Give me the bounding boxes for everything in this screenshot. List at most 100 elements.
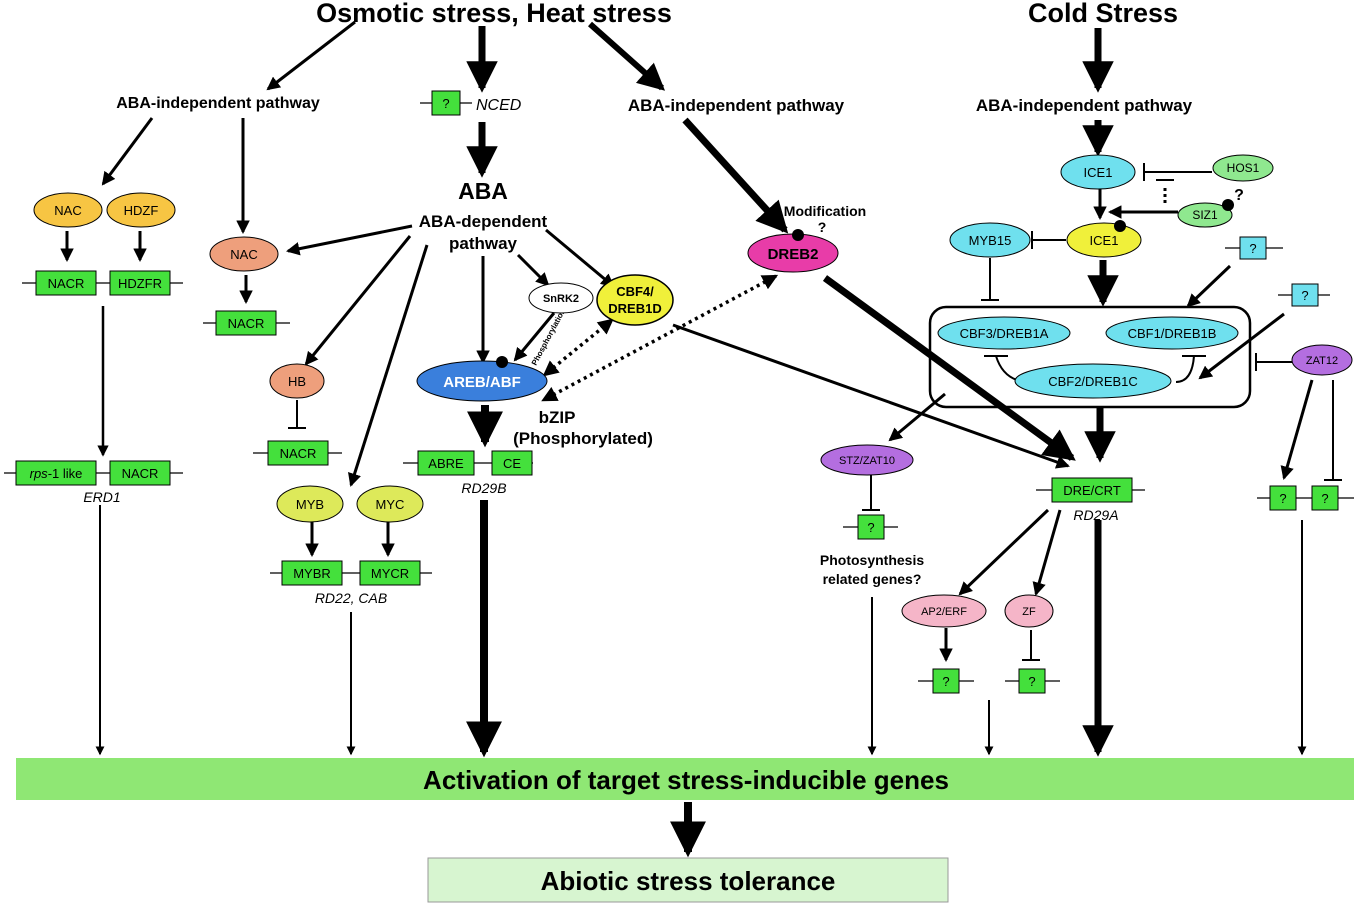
- cbf4-oval: [596, 274, 674, 326]
- nced-unknown-box: [431, 90, 461, 116]
- photosynthesis-label: Photosynthesis: [820, 552, 924, 568]
- rd29a-gene-label: RD29A: [1073, 507, 1118, 523]
- promoter-labels: NACR HDZFR NACR NACR rps-1 like NACR MYB…: [30, 96, 1329, 689]
- stz-zat10-oval: [820, 444, 914, 476]
- nacr-box-hb: [267, 440, 329, 466]
- stz-zat10-label: STZ/ZAT10: [839, 455, 895, 467]
- cbf1-label: CBF1/DREB1B: [1128, 326, 1217, 341]
- myb15-label: MYB15: [969, 233, 1012, 248]
- nac-mid-oval: [209, 236, 279, 272]
- dreb1d-label: DREB1D: [608, 301, 661, 316]
- ce-label: CE: [503, 456, 521, 471]
- zat12-label: ZAT12: [1306, 355, 1338, 367]
- aba-dependent-label: ABA-dependent: [419, 212, 548, 231]
- abre-box: [417, 450, 475, 476]
- siz1-oval: [1177, 202, 1233, 228]
- arrow-osmotic-to-aba-indep-left: [266, 20, 356, 91]
- ice1-modification-dot: [1114, 220, 1126, 232]
- arrow-drecrt-to-ap2: [958, 508, 1050, 596]
- hos1-label: HOS1: [1227, 161, 1260, 175]
- oval-labels: NAC HDZF NAC HB MYB MYC SnRK2 CBF4/ DREB…: [54, 161, 1338, 618]
- zf-unknown-label: ?: [1028, 674, 1035, 689]
- mybr-label: MYBR: [293, 566, 331, 581]
- siz1-question: ?: [1234, 187, 1244, 204]
- dreb2-label: DREB2: [768, 246, 819, 263]
- stz-unknown-label: ?: [867, 520, 874, 535]
- myb15-oval: [949, 222, 1031, 258]
- hdzfr-box: [109, 270, 171, 296]
- aba-dependent-pathway-label: pathway: [449, 234, 518, 253]
- arrow-osmotic-to-aba-indep-mid: [588, 21, 666, 91]
- myc-label: MYC: [376, 497, 405, 512]
- zf-unknown-box: [1018, 668, 1046, 694]
- nac-left-label: NAC: [54, 203, 81, 218]
- nac-mid-label: NAC: [230, 247, 257, 262]
- photosynthesis-related-label: related genes?: [823, 571, 922, 587]
- aba-independent-left-label: ABA-independent pathway: [116, 95, 320, 112]
- arrow-aba-indep-to-nac: [101, 117, 154, 186]
- hdzf-label: HDZF: [124, 203, 159, 218]
- right-unknown-box-a: [1269, 485, 1297, 511]
- mycr-box: [359, 560, 421, 586]
- cbf3-label: CBF3/DREB1A: [960, 326, 1049, 341]
- areb-oval: [416, 360, 548, 402]
- ice1-top-label: ICE1: [1084, 165, 1113, 180]
- arrow-unknown2-to-cbf: [1198, 312, 1285, 380]
- cold-unknown-boxes: [1239, 236, 1319, 307]
- arrow-unknown-to-cbf: [1186, 264, 1232, 308]
- activation-label: Activation of target stress-inducible ge…: [423, 765, 949, 795]
- nacr-box-erd1: [109, 460, 171, 486]
- zf-oval: [1004, 594, 1054, 628]
- hb-label: HB: [288, 374, 306, 389]
- cold-unknown-label-2: ?: [1301, 288, 1308, 303]
- ap2-unknown-box: [932, 668, 960, 694]
- nacr-hb-label: NACR: [280, 446, 317, 461]
- rps-box: [15, 460, 97, 486]
- cold-unknown-label-1: ?: [1249, 241, 1256, 256]
- cbf2-label: CBF2/DREB1C: [1048, 374, 1138, 389]
- siz1-dot: [1222, 199, 1234, 211]
- tolerance-box: [427, 857, 949, 903]
- mycr-label: MYCR: [371, 566, 409, 581]
- aba-independent-mid-label: ABA-independent pathway: [628, 96, 845, 115]
- arrow-aba-indep-mid-to-dreb2: [682, 117, 789, 234]
- ap2-erf-oval: [901, 594, 987, 628]
- bzip-label: bZIP: [539, 408, 576, 427]
- cbf2-oval: [1014, 363, 1172, 399]
- ice1-mid-label: ICE1: [1090, 233, 1119, 248]
- snrk2-label: SnRK2: [543, 293, 579, 305]
- inhibit-cbf2-cbf1: [1175, 355, 1195, 383]
- drecrt-box: [1051, 477, 1133, 503]
- hdzfr-label: HDZFR: [118, 276, 162, 291]
- siz1-label: SIZ1: [1192, 208, 1218, 222]
- erd1-gene-label: ERD1: [83, 489, 120, 505]
- ice1-mid-oval: [1066, 222, 1142, 258]
- activation-banner: [16, 758, 1354, 800]
- cold-stress-title: Cold Stress: [1028, 0, 1178, 28]
- areb-abf-label: AREB/ABF: [443, 374, 521, 391]
- rd22-cab-gene-label: RD22, CAB: [315, 590, 387, 606]
- hos1-oval: [1212, 154, 1274, 182]
- nacr-mid-label: NACR: [228, 316, 265, 331]
- arrow-zat12-to-unknown-a: [1280, 379, 1314, 480]
- nacr-box-left: [35, 270, 97, 296]
- stz-unknown-box: [857, 514, 885, 540]
- aba-label: ABA: [458, 178, 508, 204]
- right-unknown-box-b: [1311, 485, 1339, 511]
- cbf-group-frame: [928, 305, 1252, 409]
- drecrt-label: DRE/CRT: [1063, 483, 1121, 498]
- dreb2-modification-dot: [792, 229, 804, 241]
- abre-label: ABRE: [428, 456, 464, 471]
- arrow-aba-to-snrk2: [516, 253, 550, 287]
- rps-label: rps-1 like: [30, 466, 83, 481]
- modification-dots: [496, 199, 1234, 368]
- areb-phospho-dot: [496, 356, 508, 368]
- hdzf-oval: [106, 192, 176, 228]
- myb-label: MYB: [296, 497, 324, 512]
- ce-box: [491, 450, 533, 476]
- cbf4-label: CBF4/: [616, 284, 654, 299]
- arrow-cbf4-to-drecrt: [672, 323, 1070, 469]
- ovals: [33, 154, 1353, 628]
- right-unknown-label-b: ?: [1321, 491, 1328, 506]
